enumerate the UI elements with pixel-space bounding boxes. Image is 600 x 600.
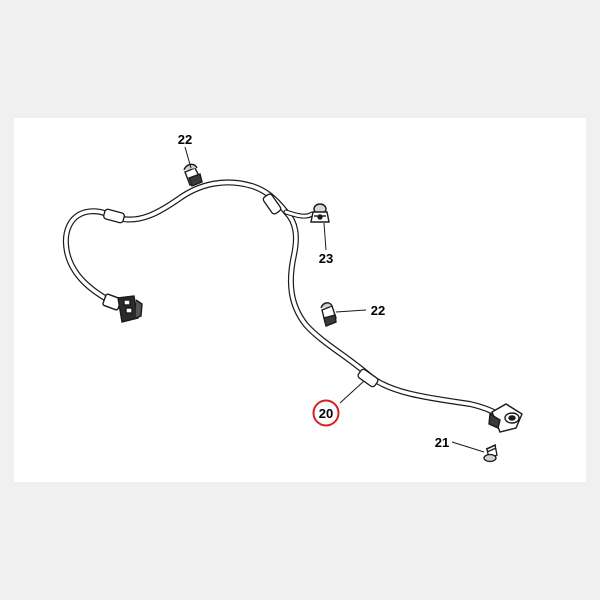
callout-22-top: 22 (178, 132, 192, 147)
callout-20: 20 (319, 406, 333, 421)
leader-21 (451, 441, 485, 453)
sleeve-left (103, 208, 125, 224)
screw-21 (483, 444, 498, 463)
highlight-circle-20 (312, 399, 340, 427)
ring-terminal (488, 403, 523, 433)
callout-23: 23 (319, 251, 333, 266)
clip-22-top (183, 163, 203, 187)
leader-22-top (184, 146, 192, 169)
harness-sleeves (103, 193, 379, 388)
leader-20 (339, 380, 365, 404)
leader-lines (184, 146, 485, 453)
callout-21: 21 (435, 435, 449, 450)
leader-22-mid (335, 309, 367, 313)
clip-23 (310, 203, 330, 223)
sleeve-lower (357, 368, 379, 388)
leader-23 (323, 222, 327, 251)
connector-plug (102, 293, 143, 323)
sleeve-top (262, 193, 282, 215)
callout-22-mid: 22 (371, 303, 385, 318)
clip-22-mid (320, 302, 337, 327)
